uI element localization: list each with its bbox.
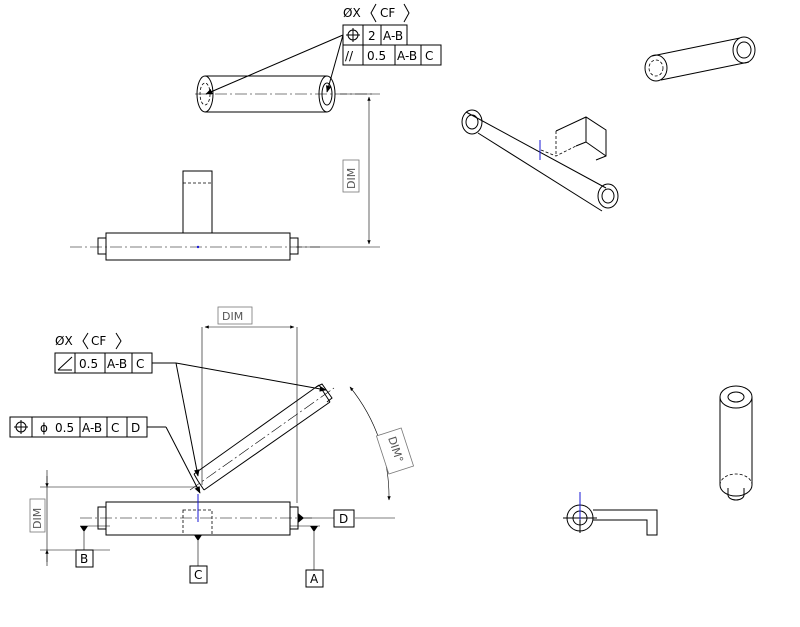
top-leader-right	[326, 34, 344, 93]
datum-c-box	[189, 565, 208, 584]
end-view-tee	[563, 492, 658, 536]
bottom-left-dimension: DIM	[29, 470, 200, 566]
bottom-dim-left-label: DIM	[31, 508, 44, 529]
bottom-fcf-position: ϕ 0.5 A-B C D	[9, 416, 201, 494]
bottom-cf-bracket-left	[82, 332, 89, 350]
bottom-position-datum3: D	[131, 421, 140, 435]
bottom-position-datum1: A-B	[82, 421, 102, 435]
datum-features: B C A D	[75, 509, 395, 588]
bottom-cf-bracket-right	[115, 332, 122, 350]
parallelism-icon: //	[345, 49, 354, 63]
top-parallel-datum1: A-B	[397, 49, 417, 63]
datum-d-box	[333, 509, 355, 528]
datum-a-label: A	[310, 572, 319, 586]
bottom-position-diameter-symbol: ϕ	[40, 421, 48, 435]
top-parallel-datum2: C	[425, 49, 433, 63]
top-position-datum: A-B	[383, 29, 403, 43]
top-dim-label: DIM	[345, 168, 358, 189]
bottom-angularity-datum1: A-B	[107, 357, 127, 371]
bottom-angularity-value: 0.5	[79, 357, 98, 371]
bottom-angled-cylinder	[189, 383, 335, 491]
top-cf-bracket-right	[403, 3, 410, 23]
bottom-cf-label: CF	[91, 334, 106, 348]
top-tee-front-view	[70, 170, 320, 261]
bottom-position-value: 0.5	[55, 421, 74, 435]
iso-vertical-cylinder	[719, 385, 753, 501]
top-leader-left	[205, 34, 344, 95]
bottom-diameter-label: ØX	[55, 334, 73, 348]
bottom-fcf-angularity: ØX CF 0.5 A-B C	[54, 332, 327, 477]
datum-a-box	[305, 569, 324, 588]
bottom-dim-top-label: DIM	[222, 310, 243, 323]
iso-tee-assembly	[461, 109, 619, 212]
datum-b-label: B	[80, 552, 88, 566]
datum-c-label: C	[194, 568, 202, 582]
bottom-angular-dimension: DIM°	[349, 386, 415, 501]
top-cf-bracket-left	[370, 3, 377, 23]
angularity-icon	[57, 356, 73, 371]
top-parallel-value: 0.5	[367, 49, 386, 63]
bottom-top-dimension: DIM	[201, 306, 298, 503]
bottom-position-datum2: C	[111, 421, 119, 435]
bottom-angularity-datum2: C	[136, 357, 144, 371]
top-diameter-label: ØX	[343, 6, 361, 20]
top-cf-label: CF	[380, 6, 395, 20]
bottom-horizontal-cylinder	[80, 494, 315, 536]
iso-cylinder-small	[644, 36, 756, 82]
top-position-value: 2	[368, 29, 376, 43]
top-vertical-dimension: DIM	[296, 93, 380, 248]
datum-b-box	[75, 549, 94, 568]
datum-d-label: D	[339, 512, 348, 526]
top-fcf-group: ØX CF 2 A-B // 0.5 A-B C	[205, 3, 442, 95]
